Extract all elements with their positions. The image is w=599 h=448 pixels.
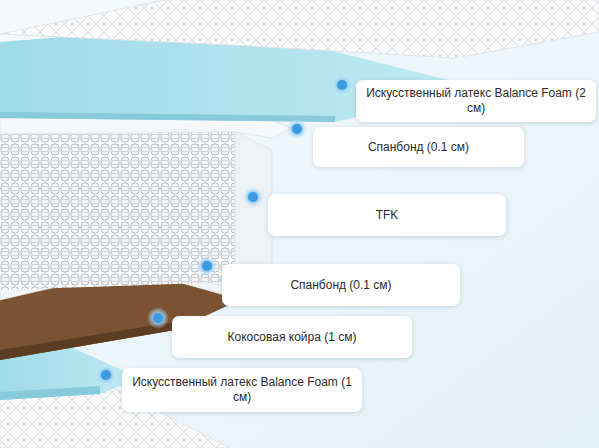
layer-label: Спанбонд (0.1 см) (368, 140, 469, 155)
callout-box: Спанбонд (0.1 см) (222, 264, 460, 306)
callout-box: Кокосовая койра (1 см) (172, 316, 412, 358)
layer-label: Искусственный латекс Balance Foam (2 см) (366, 86, 586, 116)
callout-box: Искусственный латекс Balance Foam (2 см) (356, 80, 596, 122)
callout-box: Искусственный латекс Balance Foam (1 см) (122, 368, 362, 412)
callout-box: Спанбонд (0.1 см) (313, 127, 524, 167)
layer-label: TFK (376, 208, 399, 223)
layer-label: Кокосовая койра (1 см) (228, 330, 357, 345)
layer-label: Искусственный латекс Balance Foam (1 см) (132, 375, 352, 405)
layer-label: Спанбонд (0.1 см) (290, 278, 391, 293)
callout-box: TFK (268, 194, 506, 236)
